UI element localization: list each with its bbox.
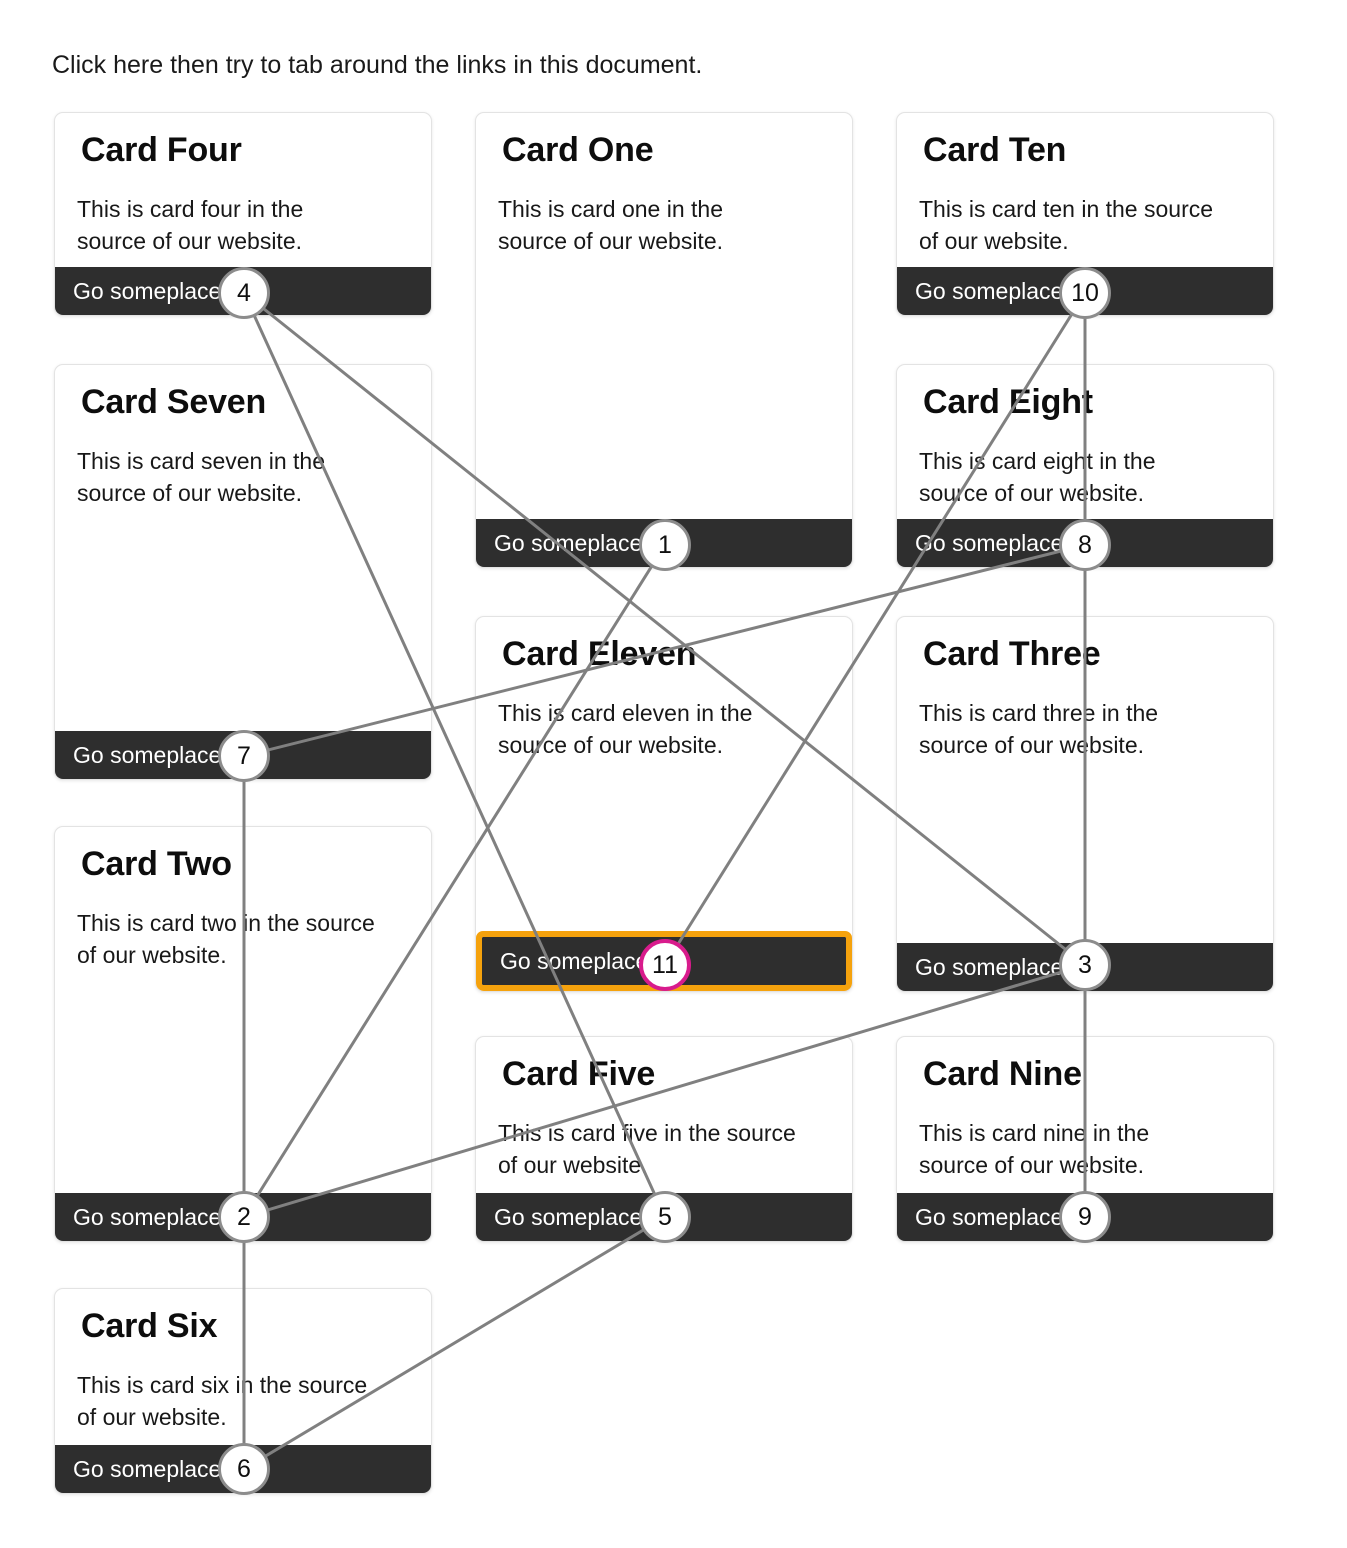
card-link-label: Go someplace (73, 1204, 222, 1230)
card-link-label: Go someplace (73, 278, 222, 304)
tab-order-badge-5: 5 (639, 1191, 691, 1243)
card-link-label: Go someplace (73, 1456, 222, 1482)
tab-order-badge-11: 11 (639, 939, 691, 991)
card-link-label: Go someplace (915, 954, 1064, 980)
card-title: Card Four (81, 131, 242, 169)
tab-order-badge-7: 7 (218, 730, 270, 782)
card-body-text: This is card seven in the source of our … (77, 448, 326, 506)
tab-order-badge-1: 1 (639, 519, 691, 571)
tab-order-badge-3: 3 (1059, 939, 1111, 991)
tab-order-badge-2: 2 (218, 1191, 270, 1243)
card-title: Card Eight (923, 383, 1093, 421)
card-title: Card Two (81, 845, 232, 883)
card-title: Card Nine (923, 1055, 1082, 1093)
card-link-label: Go someplace (494, 1204, 643, 1230)
card-link-label: Go someplace (500, 948, 649, 974)
card-title: Card Eleven (502, 635, 697, 673)
tab-order-badge-10: 10 (1059, 267, 1111, 319)
card-title: Card Five (502, 1055, 656, 1093)
card-title: Card One (502, 131, 654, 169)
card-body-text: This is card nine in the source of our w… (919, 1120, 1150, 1178)
card-link-label: Go someplace (915, 530, 1064, 556)
card-body-text: This is card five in the source of our w… (498, 1120, 796, 1178)
card-title: Card Ten (923, 131, 1067, 169)
card-body-text: This is card eleven in the source of our… (498, 700, 753, 758)
tab-order-badge-8: 8 (1059, 519, 1111, 571)
tab-order-badge-9: 9 (1059, 1191, 1111, 1243)
card-link-label: Go someplace (915, 278, 1064, 304)
card-title: Card Six (81, 1307, 218, 1345)
card-link-label: Go someplace (73, 742, 222, 768)
card-body-text: This is card two in the source of our we… (77, 910, 375, 968)
card-link-label: Go someplace (494, 530, 643, 556)
card-body-text: This is card three in the source of our … (919, 700, 1159, 758)
card-title: Card Three (923, 635, 1101, 673)
card-body-text: This is card six in the source of our we… (77, 1372, 368, 1430)
card-title: Card Seven (81, 383, 267, 421)
card-link-label: Go someplace (915, 1204, 1064, 1230)
card-body-text: This is card four in the source of our w… (77, 196, 304, 254)
card-body-text: This is card one in the source of our we… (498, 196, 724, 254)
tab-order-badge-6: 6 (218, 1443, 270, 1495)
card-body-text: This is card ten in the source of our we… (919, 196, 1214, 254)
tab-order-badge-4: 4 (218, 267, 270, 319)
page-instruction: Click here then try to tab around the li… (52, 51, 703, 79)
card-body-text: This is card eight in the source of our … (919, 448, 1156, 506)
